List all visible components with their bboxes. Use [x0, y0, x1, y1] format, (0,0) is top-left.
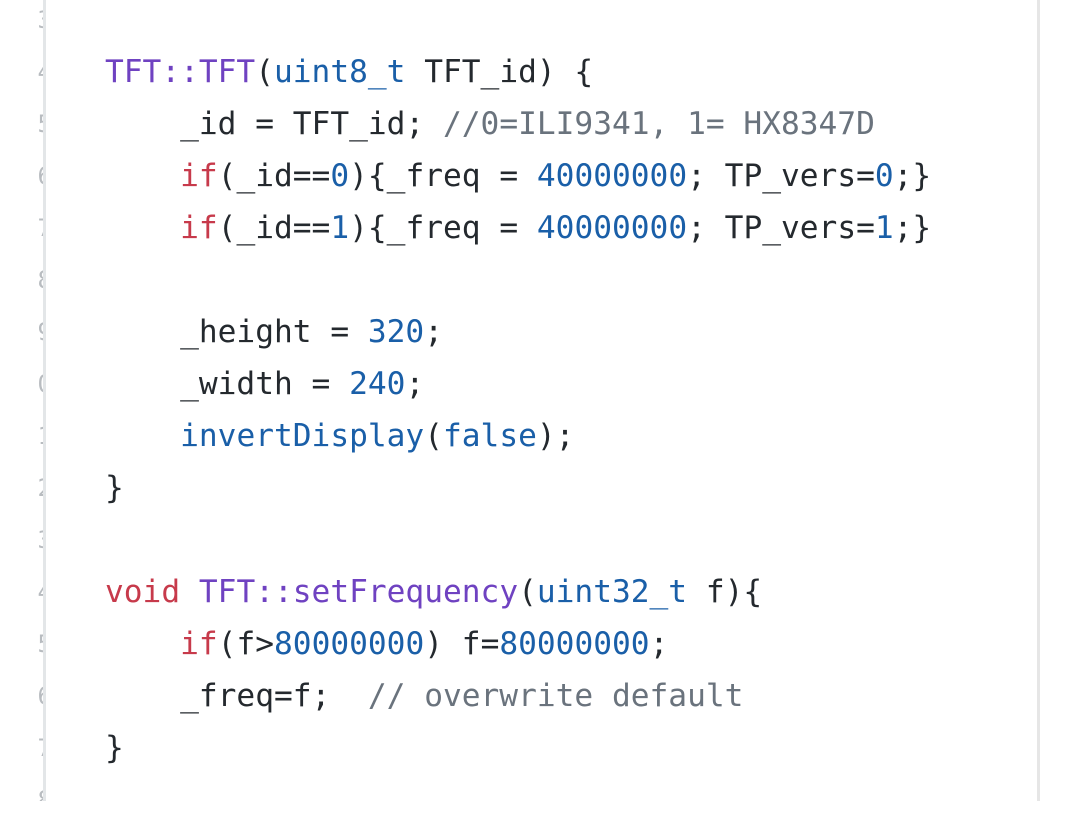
code-token-tx: [105, 158, 180, 194]
code-line: [105, 254, 931, 306]
code-view[interactable]: TFT::TFT(uint8_t TFT_id) { _id = TFT_id;…: [105, 0, 931, 826]
code-token-tx: );: [536, 418, 575, 454]
right-edge-divider: [1037, 0, 1040, 801]
line-number: 0: [38, 358, 43, 410]
line-number: 4: [38, 566, 43, 618]
code-token-tx: ;: [649, 626, 669, 662]
code-token-kw: if: [180, 210, 218, 246]
code-token-type: uint8_t: [274, 54, 406, 90]
code-token-type: uint32_t: [536, 574, 688, 610]
line-number: 5: [38, 618, 43, 670]
code-token-num: 240: [349, 366, 406, 402]
code-line: }: [105, 462, 931, 514]
code-token-num: 40000000: [536, 210, 688, 246]
code-token-num: 320: [367, 314, 425, 350]
line-number: 6: [38, 150, 43, 202]
code-token-tx: _height =: [105, 314, 368, 350]
code-line: _freq=f; // overwrite default: [105, 670, 931, 722]
code-token-tx: [105, 626, 180, 662]
code-line: TFT::TFT(uint8_t TFT_id) {: [105, 46, 931, 98]
code-token-fn: TFT::TFT: [105, 54, 256, 90]
code-token-tx: [180, 574, 199, 610]
code-token-num: 1: [874, 210, 894, 246]
code-token-num: 0: [330, 158, 350, 194]
code-token-fn: TFT::setFrequency: [198, 574, 519, 610]
code-token-tx: ) f=: [424, 626, 500, 662]
code-token-tx: }: [105, 730, 124, 766]
code-token-cm: //0=ILI9341, 1= HX8347D: [442, 106, 875, 142]
code-token-num: 40000000: [536, 158, 688, 194]
line-number: 5: [38, 98, 43, 150]
code-token-tx: ;}: [893, 158, 932, 194]
code-line: [105, 774, 931, 826]
code-line: }: [105, 722, 931, 774]
code-token-tx: f){: [687, 574, 763, 610]
code-token-kw: if: [180, 626, 218, 662]
code-token-tx: ){_freq =: [349, 158, 537, 194]
line-number: 7: [38, 722, 43, 774]
code-token-tx: (f>: [217, 626, 275, 662]
code-line: if(_id==1){_freq = 40000000; TP_vers=1;}: [105, 202, 931, 254]
line-number: 6: [38, 670, 43, 722]
code-token-tx: ;}: [893, 210, 932, 246]
line-number: 3: [38, 514, 43, 566]
code-token-tx: _width =: [105, 366, 350, 402]
line-number: 4: [38, 46, 43, 98]
code-token-kw: if: [180, 158, 218, 194]
code-line: _id = TFT_id; //0=ILI9341, 1= HX8347D: [105, 98, 931, 150]
code-token-num: 80000000: [499, 626, 650, 662]
code-token-tx: (: [255, 54, 274, 90]
code-token-tx: [105, 418, 180, 454]
line-number: 2: [38, 462, 43, 514]
line-number: 1: [38, 410, 43, 462]
code-line: void TFT::setFrequency(uint32_t f){: [105, 566, 931, 618]
line-number: 9: [38, 306, 43, 358]
code-token-tx: ;: [405, 366, 425, 402]
code-token-tx: [105, 210, 180, 246]
code-line: _height = 320;: [105, 306, 931, 358]
code-line: [105, 514, 931, 566]
code-line: if(_id==0){_freq = 40000000; TP_vers=0;}: [105, 150, 931, 202]
code-token-tx: (: [424, 418, 443, 454]
code-line: invertDisplay(false);: [105, 410, 931, 462]
code-token-tx: TFT_id) {: [405, 54, 594, 90]
line-number: 3: [38, 0, 43, 46]
code-token-tx: }: [105, 470, 124, 506]
code-token-num: 80000000: [274, 626, 425, 662]
code-token-tx: (_id==: [217, 210, 331, 246]
code-token-kw: void: [105, 574, 181, 610]
code-line: if(f>80000000) f=80000000;: [105, 618, 931, 670]
code-token-type: invertDisplay: [180, 418, 425, 454]
line-number-gutter: 3456789012345678: [0, 0, 43, 801]
code-token-tx: ; TP_vers=: [687, 158, 875, 194]
code-token-tx: (_id==: [217, 158, 331, 194]
code-token-tx: ){_freq =: [349, 210, 537, 246]
code-token-tx: _id = TFT_id;: [105, 106, 443, 142]
code-token-type: false: [443, 418, 537, 454]
code-token-tx: (: [518, 574, 537, 610]
code-token-num: 0: [874, 158, 894, 194]
code-line: [105, 0, 931, 46]
line-number: 8: [38, 774, 43, 801]
code-token-cm: // overwrite default: [367, 678, 744, 714]
line-number: 8: [38, 254, 43, 306]
code-token-tx: _freq=f;: [105, 678, 368, 714]
gutter-divider: [43, 0, 46, 801]
code-line: _width = 240;: [105, 358, 931, 410]
code-token-tx: ; TP_vers=: [687, 210, 875, 246]
code-token-tx: ;: [424, 314, 443, 350]
line-number: 7: [38, 202, 43, 254]
code-token-num: 1: [330, 210, 350, 246]
